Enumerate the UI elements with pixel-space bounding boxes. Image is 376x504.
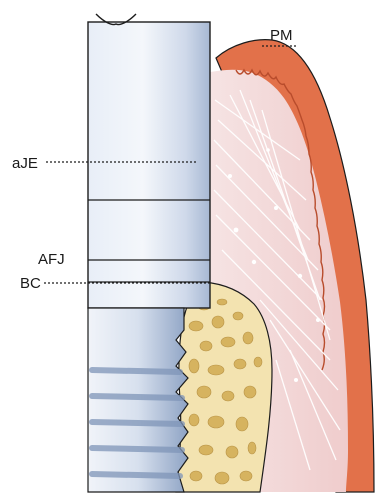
alveolar-bone xyxy=(176,282,272,492)
label-bc: BC xyxy=(20,276,41,291)
label-pm: PM xyxy=(270,28,293,43)
implant-abutment xyxy=(88,22,210,308)
label-aje: aJE xyxy=(12,156,38,171)
label-afj: AFJ xyxy=(38,252,65,267)
